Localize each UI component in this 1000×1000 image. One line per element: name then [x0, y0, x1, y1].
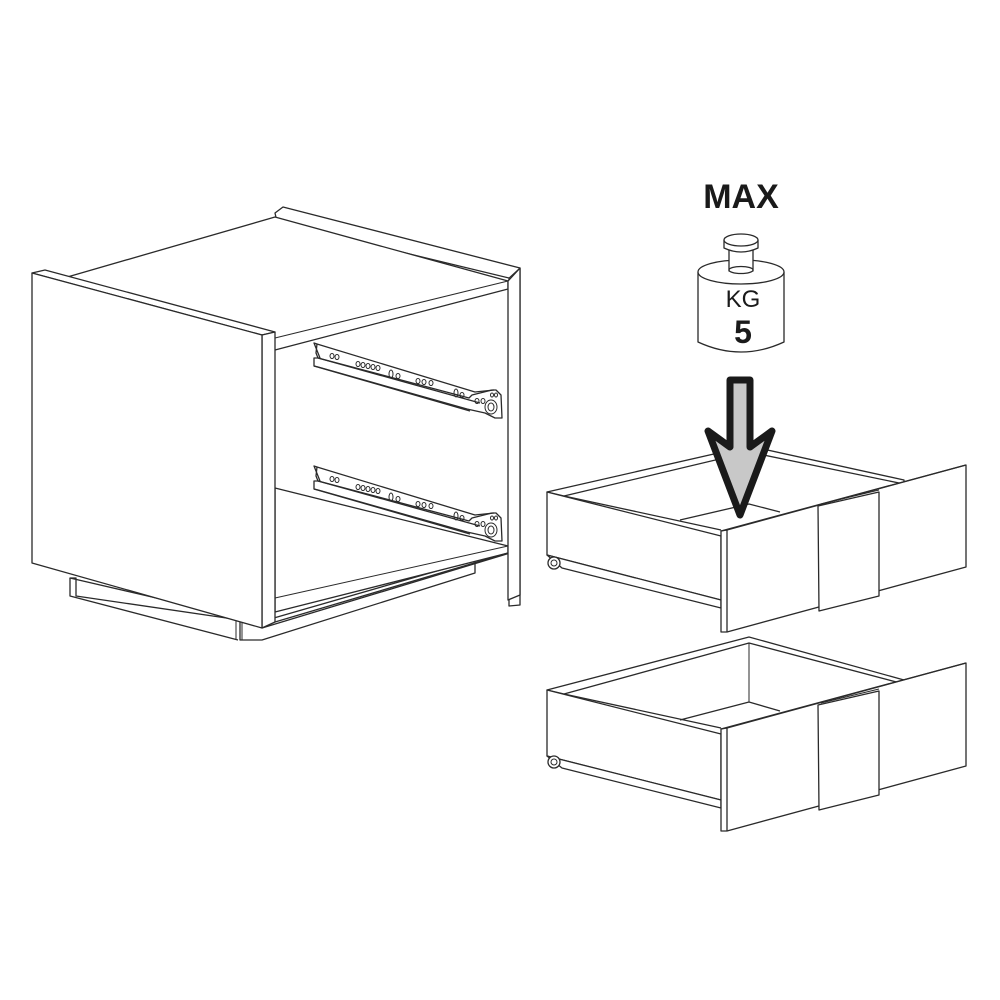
drawer-upper-wheel	[547, 556, 561, 570]
drawer-lower	[546, 636, 967, 832]
cabinet-right-edge	[507, 267, 521, 601]
drawer-slide-lower	[313, 465, 503, 542]
max-load-label: MAX	[703, 178, 779, 216]
weight-value-label: 5	[734, 314, 752, 350]
drawer-upper-handle	[817, 491, 880, 612]
cabinet-side-panel	[31, 272, 263, 629]
drawer-slide-upper	[313, 342, 503, 419]
drawer-upper	[546, 445, 967, 633]
drawer-lower-wheel	[547, 755, 561, 769]
weight-unit-label: KG	[725, 286, 761, 313]
weight-icon	[697, 233, 785, 353]
cabinet-body	[31, 206, 521, 641]
drawer-lower-handle	[817, 690, 880, 811]
down-arrow-icon	[704, 376, 776, 519]
cabinet-side-front-edge	[261, 331, 276, 629]
